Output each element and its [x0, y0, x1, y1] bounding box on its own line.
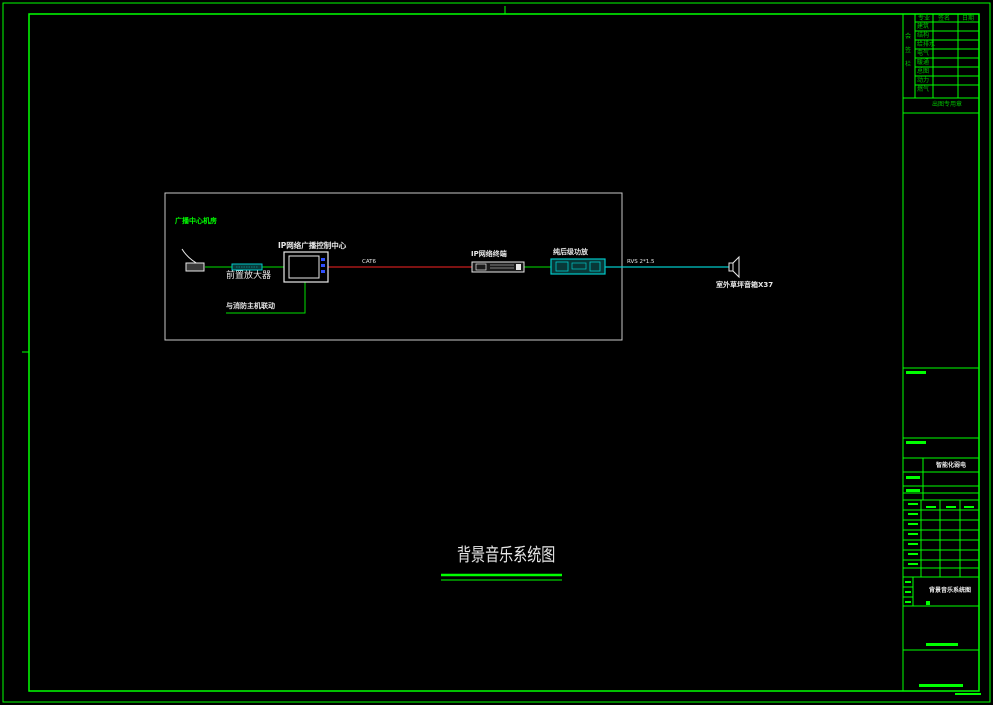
- cable-label: CAT6: [362, 259, 377, 265]
- network-terminal-icon: [471, 261, 525, 273]
- terminal-label: IP网络终端: [471, 250, 507, 258]
- tb-discipline-3: 给排水: [917, 41, 936, 48]
- room-label: 广播中心机房: [175, 217, 217, 225]
- fire-link-label: 与消防主机联动: [226, 302, 275, 310]
- amp-label: 纯后级功放: [553, 248, 588, 256]
- tb-discipline-7: 动力: [917, 77, 930, 84]
- preamp-icon: [231, 263, 263, 271]
- tb-header-col-1: 专业: [918, 15, 931, 22]
- tb-sheet-title: 背景音乐系统图: [929, 587, 972, 594]
- preamp-label: 前置放大器: [226, 271, 272, 281]
- speaker-icon: [728, 255, 740, 279]
- control-center-label: IP网络广播控制中心: [278, 241, 347, 250]
- control-center-icon: [283, 251, 329, 283]
- tb-discipline-1: 建筑: [917, 23, 930, 30]
- power-amp-icon: [550, 258, 606, 275]
- tb-header-col-3: 日期: [962, 15, 975, 22]
- tb-discipline-8: 燃气: [917, 86, 930, 93]
- tb-project-label: 智能化弱电: [936, 462, 967, 469]
- inner-frame: [28, 13, 980, 692]
- fire-link-wire: [226, 282, 306, 314]
- tb-discipline-6: 总图: [917, 68, 930, 75]
- tb-side-label: 会签栏: [905, 33, 912, 68]
- tb-discipline-4: 电气: [917, 50, 930, 57]
- tb-discipline-2: 结构: [917, 32, 930, 39]
- tb-header-col-2: 签名: [938, 15, 951, 22]
- speaker-label: 室外草坪音箱X37: [716, 281, 774, 289]
- title-block: [902, 14, 979, 691]
- drawing-title: 背景音乐系统图: [457, 545, 556, 566]
- tb-stamp-label: 出图专用章: [932, 101, 963, 108]
- title-block-bars: [905, 371, 981, 695]
- tb-discipline-5: 暖通: [917, 59, 930, 66]
- microphone-icon: [181, 248, 205, 272]
- speaker-cable-label: RVS 2*1.5: [627, 259, 655, 265]
